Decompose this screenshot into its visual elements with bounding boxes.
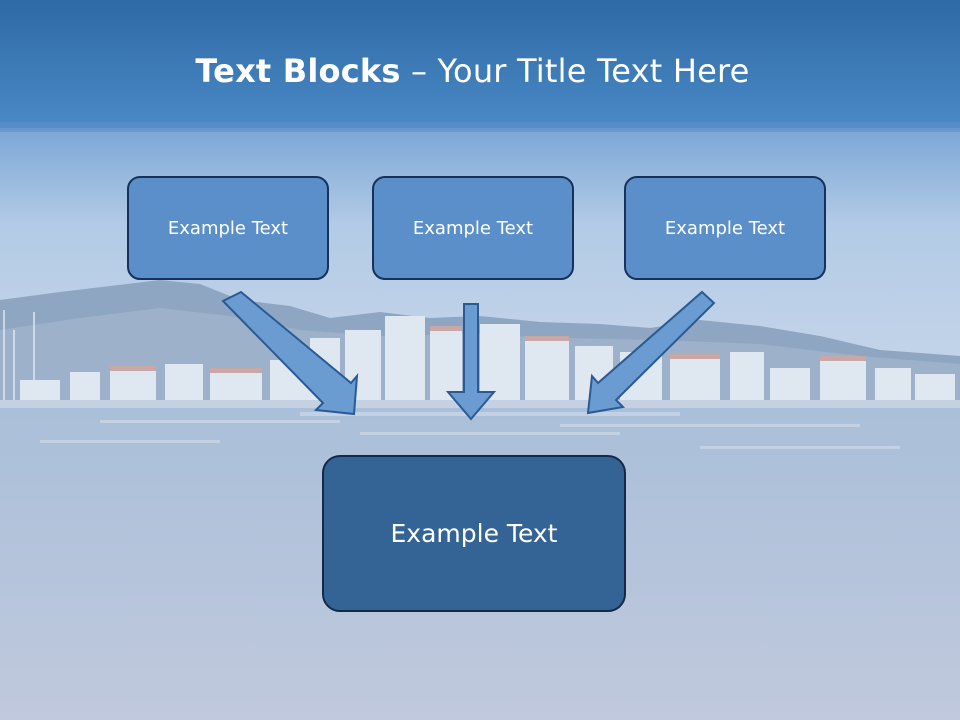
text-block-2[interactable]: Example Text bbox=[372, 176, 574, 280]
title-rest: – Your Title Text Here bbox=[410, 52, 750, 90]
slide-title: Text Blocks – Your Title Text Here bbox=[0, 52, 945, 90]
text-block-3-label: Example Text bbox=[664, 217, 786, 239]
text-block-1-label: Example Text bbox=[167, 217, 289, 239]
target-text-block[interactable]: Example Text bbox=[322, 455, 626, 612]
arrow-left bbox=[221, 290, 359, 416]
text-block-3[interactable]: Example Text bbox=[624, 176, 826, 280]
title-bold: Text Blocks bbox=[195, 52, 401, 90]
arrow-right bbox=[586, 290, 716, 415]
target-text-block-label: Example Text bbox=[390, 519, 558, 548]
text-block-2-label: Example Text bbox=[412, 217, 534, 239]
text-block-1[interactable]: Example Text bbox=[127, 176, 329, 280]
arrow-center bbox=[445, 303, 497, 421]
